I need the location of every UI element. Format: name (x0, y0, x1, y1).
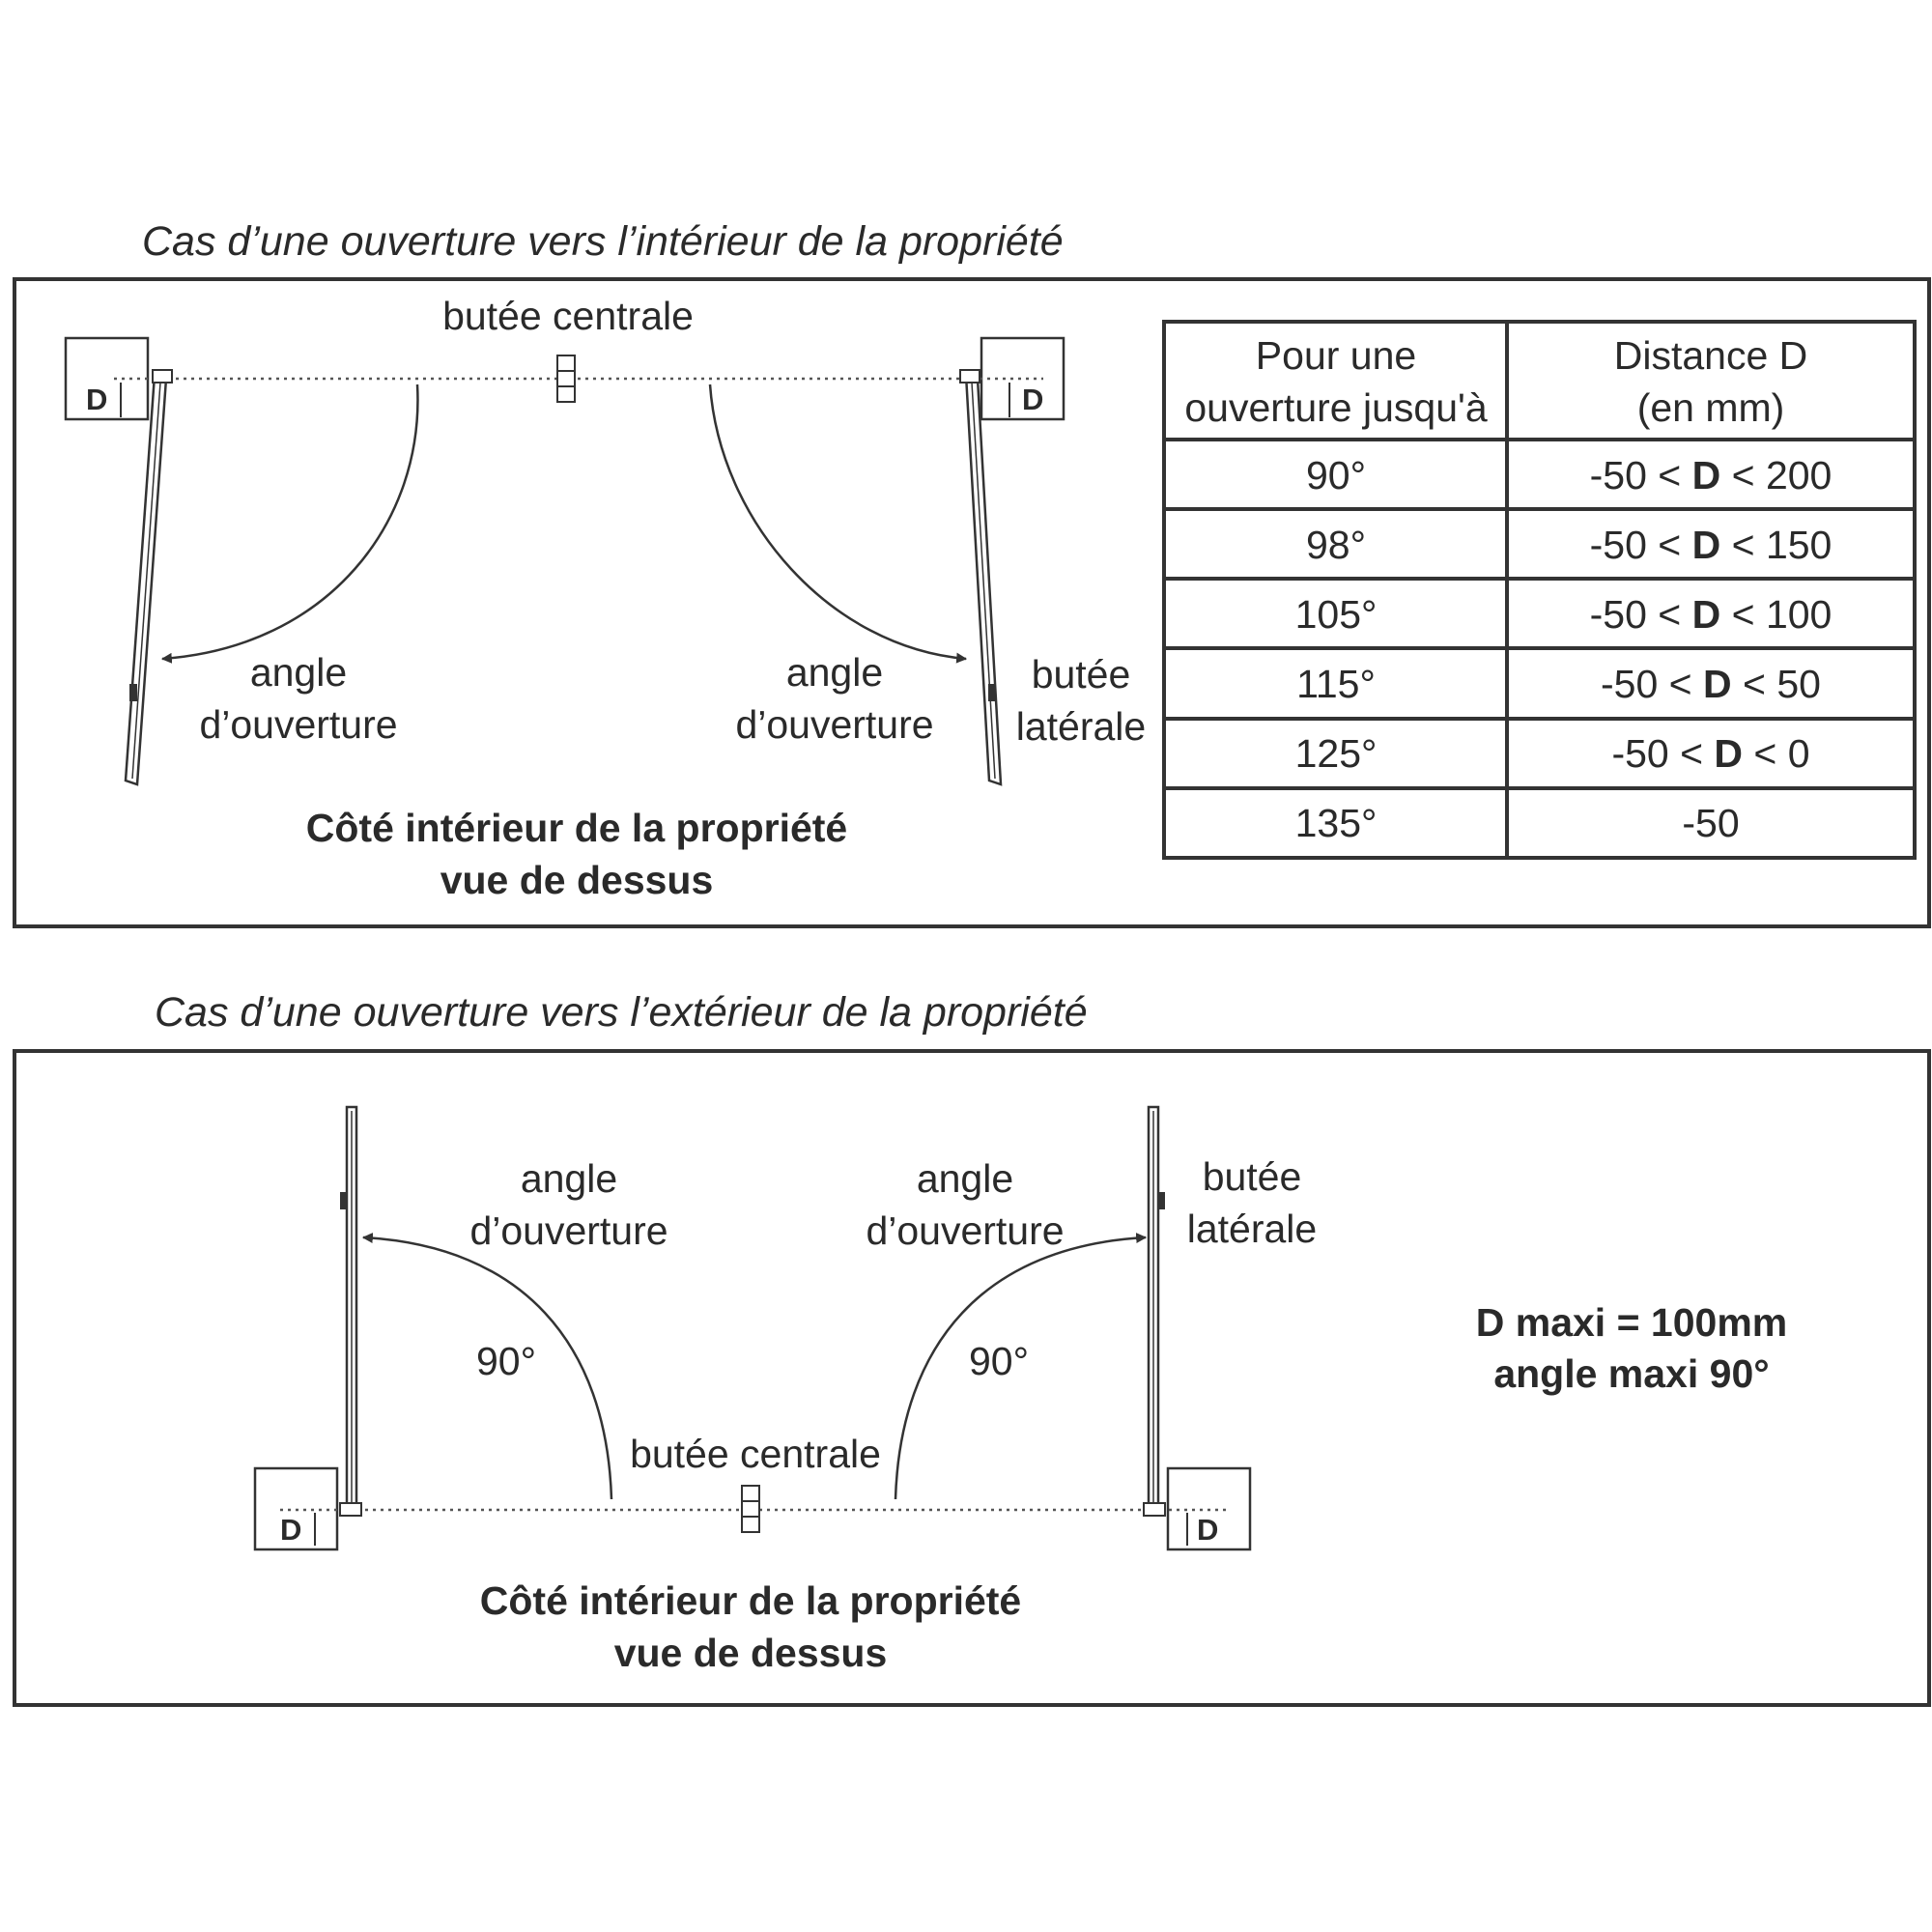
max-distance-note: D maxi = 100mm (1476, 1300, 1788, 1345)
bottom-side-stop-label-1: butée (1203, 1154, 1302, 1199)
bottom-left-degree-label: 90° (476, 1339, 536, 1383)
bottom-right-degree-label: 90° (969, 1339, 1029, 1383)
top-right-gate-leaf (959, 369, 1003, 786)
top-central-stop (556, 355, 576, 403)
bottom-central-stop (741, 1485, 760, 1533)
top-side-label-2: vue de dessus (440, 858, 714, 902)
top-right-opening-arc (708, 384, 968, 664)
bottom-right-opening-arc (894, 1233, 1148, 1500)
table-row-distance: -50 (1682, 801, 1739, 845)
top-left-gate-leaf (124, 369, 173, 786)
top-frame (13, 277, 1931, 928)
distance-table: Pour une ouverture jusqu'à Distance D (e… (1162, 320, 1917, 860)
table-row-distance: -50 < D < 100 (1590, 592, 1833, 637)
table-row-distance: -50 < D < 200 (1590, 453, 1833, 497)
bottom-frame (13, 1049, 1931, 1707)
bottom-caption: Cas d’une ouverture vers l’extérieur de … (155, 989, 1088, 1036)
bottom-side-label-2: vue de dessus (614, 1631, 888, 1675)
bottom-right-gate-leaf (1143, 1105, 1166, 1517)
table-row-angle: 135° (1295, 801, 1378, 845)
top-side-stop-label-1: butée (1032, 652, 1131, 696)
max-angle-note: angle maxi 90° (1493, 1351, 1769, 1396)
bottom-left-gate-leaf (339, 1105, 362, 1517)
top-left-d-label: D (86, 383, 107, 416)
top-right-angle-label-1: angle (786, 650, 883, 695)
bottom-right-angle-label-1: angle (917, 1156, 1013, 1201)
top-caption: Cas d’une ouverture vers l’intérieur de … (142, 218, 1064, 265)
bottom-side-stop-label-2: latérale (1187, 1207, 1317, 1251)
bottom-left-angle-label-1: angle (521, 1156, 617, 1201)
top-left-angle-label-1: angle (250, 650, 347, 695)
table-row-angle: 125° (1295, 731, 1378, 776)
bottom-right-angle-label-2: d’ouverture (866, 1208, 1064, 1253)
table-row-angle: 105° (1295, 592, 1378, 637)
bottom-right-d-label: D (1197, 1513, 1218, 1547)
bottom-central-stop-label: butée centrale (630, 1432, 881, 1476)
top-right-angle-label-2: d’ouverture (735, 702, 933, 747)
bottom-side-label-1: Côté intérieur de la propriété (480, 1578, 1021, 1623)
top-side-stop-label-2: latérale (1016, 704, 1146, 749)
top-left-pillar (64, 336, 150, 421)
table-row-angle: 98° (1306, 523, 1366, 567)
table-row-distance: -50 < D < 0 (1611, 731, 1809, 776)
table-row-angle: 115° (1296, 662, 1376, 706)
table-header-col2-line2: (en mm) (1637, 385, 1785, 430)
table-row-distance: -50 < D < 50 (1601, 662, 1821, 706)
table-header-col2-line1: Distance D (1614, 333, 1808, 378)
table-header-col1-line1: Pour une (1256, 333, 1416, 378)
table-row-distance: -50 < D < 150 (1590, 523, 1833, 567)
top-central-stop-label: butée centrale (442, 294, 694, 338)
bottom-left-opening-arc (361, 1233, 613, 1500)
top-right-d-label: D (1022, 383, 1043, 416)
bottom-left-angle-label-2: d’ouverture (469, 1208, 668, 1253)
table-row-angle: 90° (1306, 453, 1366, 497)
top-side-label-1: Côté intérieur de la propriété (306, 806, 847, 850)
table-header-col1-line2: ouverture jusqu'à (1184, 385, 1487, 430)
top-left-opening-arc (160, 384, 419, 664)
bottom-left-d-label: D (280, 1513, 301, 1547)
top-left-angle-label-2: d’ouverture (199, 702, 397, 747)
